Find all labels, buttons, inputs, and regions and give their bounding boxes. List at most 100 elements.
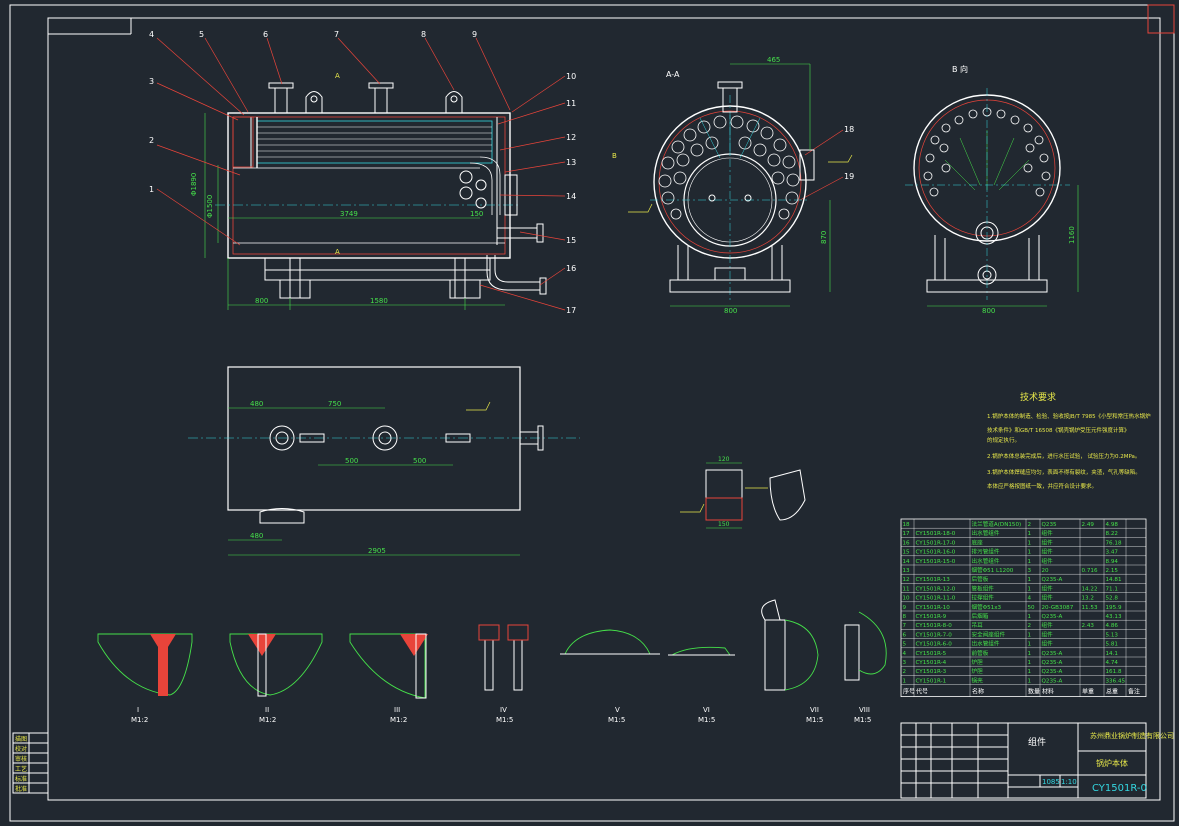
dim-text: 870: [820, 231, 828, 244]
dim-text: 150: [470, 210, 483, 218]
bom-cell: 炉胆: [972, 658, 984, 666]
bom-cell: 8: [903, 614, 907, 620]
svg-text:本体应严格按图纸一致，并应符合设计要求。: 本体应严格按图纸一致，并应符合设计要求。: [987, 482, 1097, 490]
dim-text: 750: [328, 400, 341, 408]
bom-cell: 14.81: [1106, 577, 1122, 583]
bom-cell: CY1501R-12-0: [916, 586, 956, 592]
view-b: B 向 800 1160: [905, 64, 1079, 315]
svg-text:8: 8: [421, 30, 426, 39]
svg-text:3: 3: [149, 77, 154, 86]
view-title: B 向: [952, 64, 968, 74]
dim-text: 480: [250, 532, 263, 540]
bom-cell: 76.18: [1106, 540, 1122, 546]
company-name: 苏州鼎业锅炉制造有限公司: [1090, 731, 1174, 740]
bom-cell: 组件: [1042, 621, 1054, 629]
bom-cell: CY1501R-6-0: [916, 642, 953, 648]
svg-text:4: 4: [149, 30, 154, 39]
callout-leaders: [156, 37, 844, 311]
bom-cell: Q235-A: [1042, 614, 1063, 620]
bom-cell: 6: [903, 632, 907, 638]
bom-cell: 4.98: [1106, 522, 1119, 528]
bom-cell: 11: [903, 586, 911, 592]
detail-label: IV: [500, 706, 507, 714]
bom-cell: 4: [903, 651, 907, 657]
bom-header-cell: 数量: [1028, 688, 1040, 696]
dim-text: 3749: [340, 210, 358, 218]
bom-cell: 16: [903, 540, 911, 546]
dim-text: 800: [982, 307, 995, 315]
bom-cell: Q235-A: [1042, 651, 1063, 657]
bom-cell: 1: [1028, 614, 1032, 620]
bom-cell: 1: [1028, 577, 1032, 583]
bom-cell: CY1501R-10: [916, 605, 951, 611]
bom-cell: 13.2: [1082, 596, 1094, 602]
svg-text:16: 16: [566, 264, 576, 273]
bom-cell: Q235: [1042, 522, 1058, 528]
side-signature-block: 描图 校对 审核 工艺 标准 批准: [12, 732, 49, 794]
dim-text: 500: [345, 457, 358, 465]
bom-cell: 管板组件: [972, 584, 995, 592]
bom-cell: 1: [1028, 632, 1032, 638]
bom-cell: 前管板: [972, 649, 989, 657]
bom-cell: CY1501R-3: [916, 669, 947, 675]
bom-cell: 1: [1028, 559, 1032, 565]
bom-cell: 17: [903, 531, 911, 537]
bom-cell: 4: [1028, 596, 1032, 602]
bom-cell: CY1501R-11-0: [916, 596, 956, 602]
weld-details-row: I M1:2 II M1:2 III M1:2 IV M1:5 V M1:5 V…: [97, 599, 887, 724]
bom-cell: 18: [903, 522, 911, 528]
bom-cell: 3: [1028, 568, 1032, 574]
bom-cell: 组件: [1042, 640, 1054, 648]
bom-cell: 5.81: [1106, 642, 1119, 648]
svg-text:6: 6: [263, 30, 268, 39]
bom-cell: Q235-A: [1042, 678, 1063, 684]
svg-text:15: 15: [566, 236, 576, 245]
detail-scale: M1:5: [698, 716, 715, 724]
bom-cell: 14: [903, 559, 911, 565]
bom-header-cell: 材料: [1042, 688, 1054, 696]
bom-cell: 3: [903, 660, 907, 666]
svg-text:19: 19: [844, 172, 854, 181]
svg-text:1: 1: [149, 185, 154, 194]
svg-text:11: 11: [566, 99, 576, 108]
bom-cell: CY1501R-4: [916, 660, 947, 666]
svg-text:技术条件》和GB/T 16508《锅壳锅炉受压元件强度计算》: 技术条件》和GB/T 16508《锅壳锅炉受压元件强度计算》: [987, 426, 1130, 434]
bom-cell: 8.22: [1106, 531, 1118, 537]
bom-cell: Q235-A: [1042, 669, 1063, 675]
dim-text: 150: [718, 521, 730, 528]
bom-cell: CY1501R-17-0: [916, 540, 956, 546]
bom-cell: 2.49: [1082, 522, 1095, 528]
technical-requirements: 技术要求 1.锅炉本体的制造、检验、验收按JB/T 7985《小型和常压热水锅炉…: [987, 391, 1151, 490]
detail-scale: M1:5: [806, 716, 823, 724]
bom-cell: CY1501R-1: [916, 678, 947, 684]
svg-text:2: 2: [149, 136, 154, 145]
detail-scale: M1:2: [131, 716, 148, 724]
bom-cell: 组件: [1042, 529, 1054, 537]
bom-cell: 烟管Φ51 L1200: [972, 566, 1014, 574]
detail-scale: M1:2: [259, 716, 276, 724]
svg-text:的规定执行。: 的规定执行。: [987, 436, 1020, 444]
detail-label: VII: [810, 706, 819, 714]
weight-text: 1085: [1042, 778, 1060, 786]
side-label: 工艺: [15, 765, 27, 773]
side-label: 校对: [15, 745, 27, 753]
svg-text:10: 10: [566, 72, 576, 81]
main-elevation-view: Φ1890 Φ1500 3749 800 1580 150 A A B: [190, 72, 617, 310]
bom-cell: 0.716: [1082, 568, 1098, 574]
bom-cell: 5.13: [1106, 632, 1119, 638]
callout-numbers: 1 2 3 4 5 6 7 8 9 10 11 12 13 14 15 16 1…: [149, 30, 854, 315]
bom-cell: 11.53: [1082, 605, 1098, 611]
bom-cell: 1: [1028, 586, 1032, 592]
bom-cell: 7: [903, 623, 907, 629]
title-block: 组件 苏州鼎业锅炉制造有限公司 锅炉本体 1085 1:10 CY1501R-0: [900, 722, 1174, 799]
